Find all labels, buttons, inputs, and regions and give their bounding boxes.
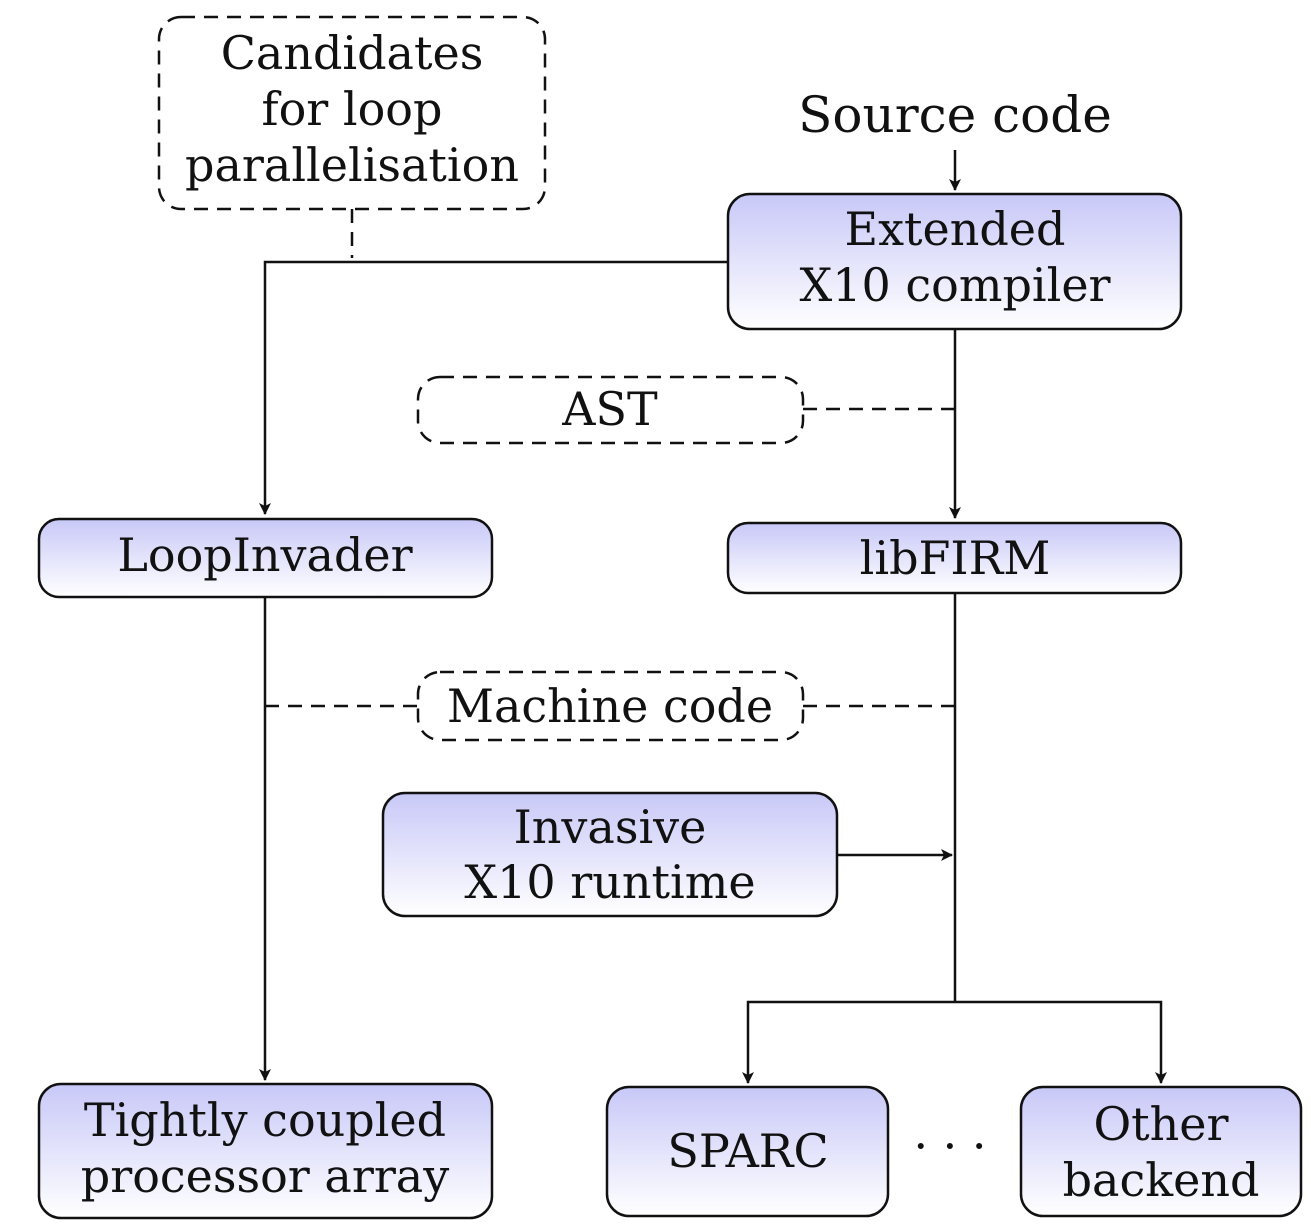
machine-code-node: Machine code (416, 670, 805, 742)
ast-node: AST (416, 375, 805, 445)
libfirm-node: libFIRM (726, 521, 1183, 595)
other-backend-line-2: backend (1063, 1153, 1260, 1207)
candidates-line-1: Candidates (221, 26, 484, 80)
ast-label: AST (561, 382, 658, 436)
tcpa-line-2: processor array (81, 1149, 449, 1203)
other-backend-line-1: Other (1093, 1097, 1228, 1151)
x10-compiler-node: Extended X10 compiler (726, 192, 1183, 331)
candidates-line-2: for loop (262, 82, 443, 136)
candidates-line-3: parallelisation (185, 138, 519, 192)
candidates-node: Candidates for loop parallelisation (157, 15, 547, 211)
sparc-node: SPARC (605, 1085, 890, 1218)
x10-runtime-node: Invasive X10 runtime (381, 791, 839, 918)
edge-trunk-to-other-backend (955, 1000, 1167, 1084)
x10-runtime-line-1: Invasive (514, 800, 707, 854)
edges (259, 150, 1167, 1084)
other-backend-node: Other backend (1019, 1085, 1303, 1218)
backend-ellipsis: · · · (913, 1119, 986, 1173)
loopinvader-node: LoopInvader (37, 517, 494, 599)
loopinvader-label: LoopInvader (117, 528, 412, 582)
tcpa-line-1: Tightly coupled (84, 1093, 446, 1147)
sparc-label: SPARC (667, 1124, 828, 1178)
x10-compiler-line-1: Extended (845, 202, 1066, 256)
tcpa-node: Tightly coupled processor array (37, 1082, 494, 1220)
source-code-label: Source code (798, 86, 1112, 144)
x10-runtime-line-2: X10 runtime (464, 855, 755, 909)
x10-compiler-line-2: X10 compiler (799, 258, 1110, 312)
edge-compiler-to-loopinvader (259, 260, 728, 515)
edge-trunk-to-sparc (742, 1000, 955, 1084)
libfirm-label: libFIRM (860, 531, 1051, 585)
machine-code-label: Machine code (447, 679, 773, 733)
